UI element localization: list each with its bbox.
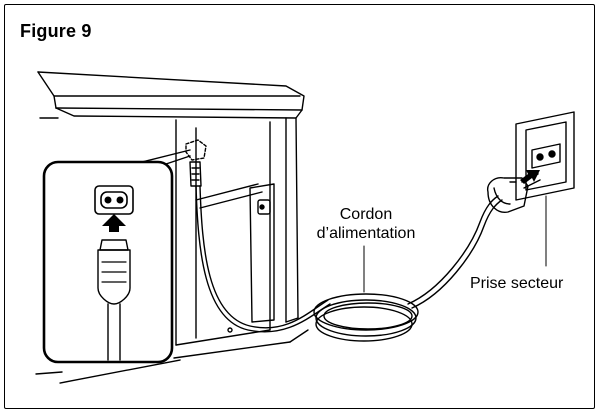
piano-plug (189, 161, 202, 187)
power-cord-label-line1: Cordon (339, 206, 393, 223)
figure-title: Figure 9 (20, 21, 92, 41)
power-cord (195, 185, 503, 342)
wall-outlet (515, 111, 575, 267)
inset-closeup (42, 160, 174, 364)
insert-arrow-outlet (520, 170, 540, 184)
power-cord-label-line2: d’alimentation (316, 225, 416, 242)
switch-box (249, 183, 275, 323)
figure-frame (4, 4, 595, 409)
power-cord-label: Cordon d’alimentation (296, 205, 436, 243)
wall-outlet-label: Prise secteur (470, 275, 564, 292)
